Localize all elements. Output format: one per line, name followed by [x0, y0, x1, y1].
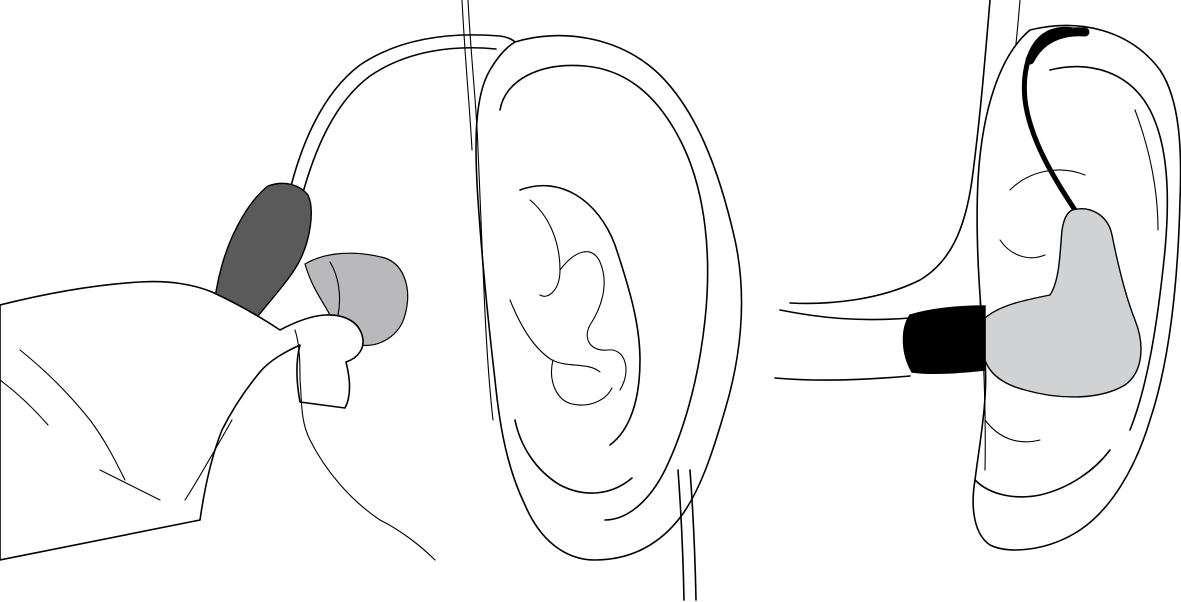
hair-lines-left: [462, 0, 478, 150]
foam-sleeve: [903, 306, 985, 373]
hand-right: [775, 310, 910, 380]
left-panel: L: [0, 0, 742, 600]
right-panel: [775, 0, 1181, 550]
outer-ear-left: [476, 36, 742, 560]
